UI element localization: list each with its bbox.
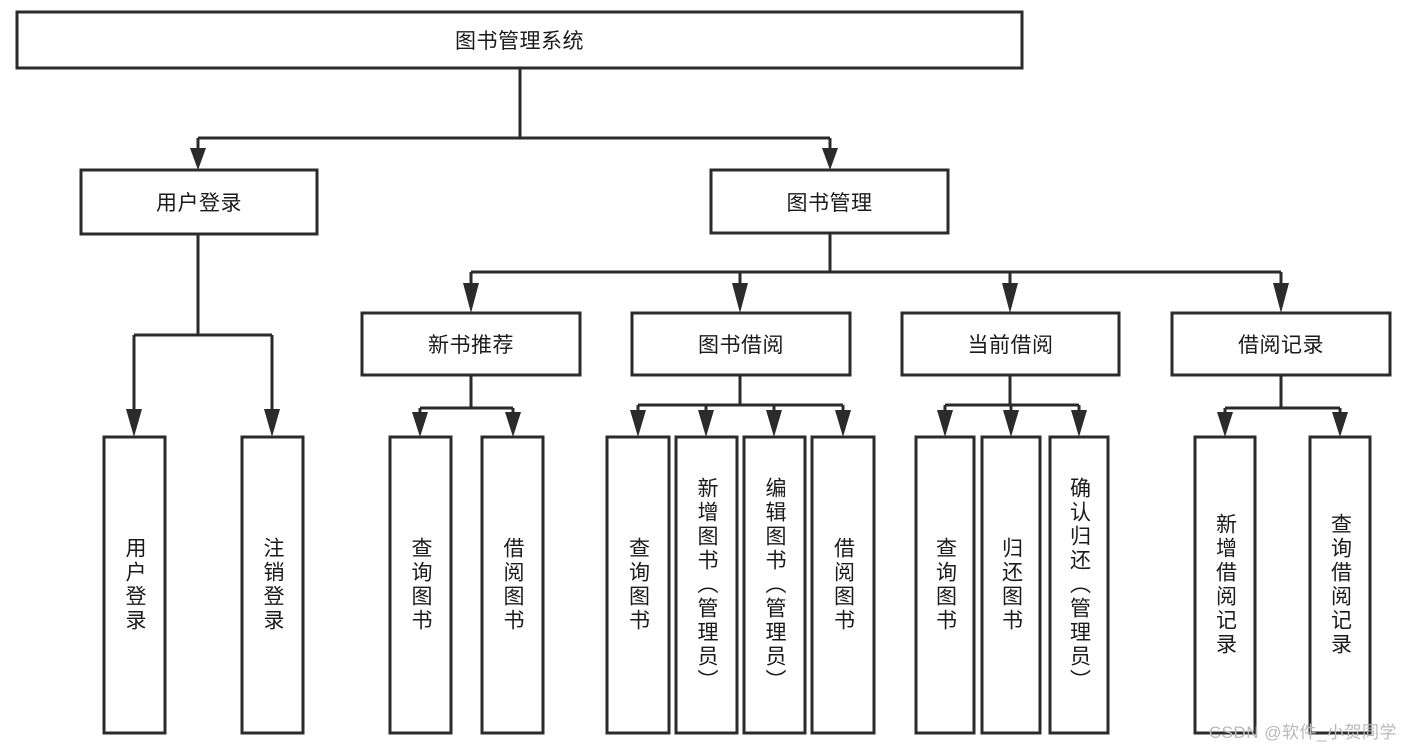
node-box-book-borrow[interactable] — [630, 311, 852, 377]
node-box-newbook-child-1[interactable] — [388, 435, 453, 735]
node-box-record-child-1[interactable] — [1193, 435, 1257, 735]
connector-group-borrow-record — [1217, 375, 1348, 437]
arrow-head-book-manage — [822, 148, 838, 170]
connector-group-new-book-rec — [412, 375, 521, 437]
arrow-head-book-borrow — [732, 283, 748, 313]
node-box-borrow-child-2[interactable] — [674, 435, 739, 735]
arrow-head-borrow-child-2 — [698, 410, 714, 437]
arrow-head-borrow-child-3 — [766, 410, 782, 437]
connector-group-book-manage — [463, 233, 1289, 313]
node-box-current-child-1[interactable] — [914, 435, 976, 735]
arrow-head-newbook-child-2 — [505, 412, 521, 437]
node-box-current-borrow[interactable] — [900, 311, 1121, 377]
arrow-head-newbook-child-1 — [412, 412, 428, 437]
node-box-root[interactable] — [15, 10, 1024, 70]
node-box-user-login[interactable] — [79, 168, 319, 236]
connector-group-book-borrow — [630, 375, 851, 437]
arrow-head-login-child-1 — [126, 409, 142, 437]
arrow-head-user-login — [190, 148, 206, 170]
node-box-current-child-2[interactable] — [980, 435, 1042, 735]
arrow-head-borrow-record — [1273, 283, 1289, 313]
arrow-head-current-child-2 — [1003, 410, 1019, 437]
arrow-head-borrow-child-1 — [630, 410, 646, 437]
node-box-borrow-record[interactable] — [1170, 311, 1392, 377]
node-box-newbook-child-2[interactable] — [480, 435, 545, 735]
arrow-head-record-child-1 — [1217, 412, 1233, 437]
connector-group-root — [190, 68, 838, 170]
node-box-new-book-rec[interactable] — [360, 311, 582, 377]
node-box-login-child-2[interactable] — [240, 435, 305, 735]
node-box-current-child-3[interactable] — [1048, 435, 1110, 735]
arrow-head-borrow-child-4 — [835, 410, 851, 437]
node-box-borrow-child-4[interactable] — [810, 435, 876, 735]
arrow-head-current-borrow — [1002, 283, 1018, 313]
node-box-book-manage[interactable] — [709, 168, 950, 235]
arrow-head-login-child-2 — [264, 409, 280, 437]
node-box-borrow-child-3[interactable] — [742, 435, 807, 735]
arrow-head-new-book-rec — [463, 283, 479, 313]
node-box-record-child-2[interactable] — [1308, 435, 1372, 735]
node-box-login-child-1[interactable] — [102, 435, 167, 735]
arrow-head-current-child-1 — [937, 410, 953, 437]
arrow-head-record-child-2 — [1332, 412, 1348, 437]
connector-group-current-borrow — [937, 375, 1087, 437]
arrow-head-current-child-3 — [1071, 410, 1087, 437]
node-box-borrow-child-1[interactable] — [605, 435, 671, 735]
connector-group-user-login — [126, 234, 280, 437]
